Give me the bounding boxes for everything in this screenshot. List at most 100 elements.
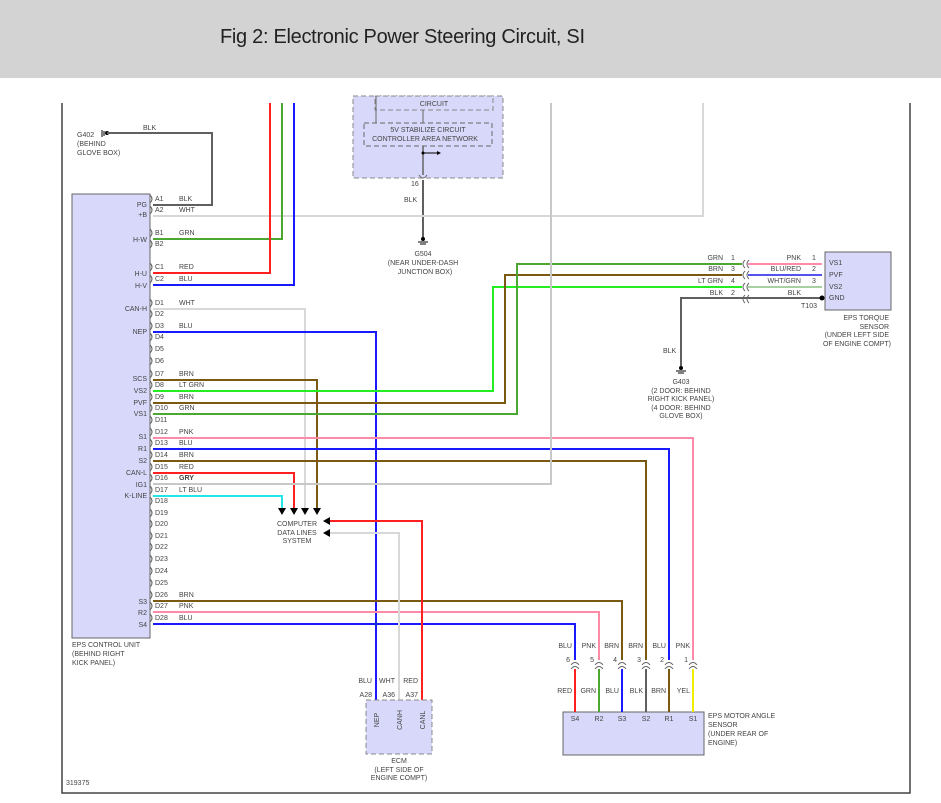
ecm-signal-label: NEP (374, 712, 381, 727)
ecu-pin-a2: A2 (155, 207, 164, 214)
pin-connector-symbol (149, 462, 153, 472)
torque-name1: EPS TORQUE (843, 315, 889, 322)
torque-harness-wire: LT GRN (698, 278, 723, 285)
ecu-pin-d17: D17 (155, 487, 168, 494)
mas-name2: SENSOR (708, 722, 738, 729)
data-line-arrow (323, 529, 330, 537)
ecu-pin-d28: D28 (155, 615, 168, 622)
ecu-signal-s4: S4 (138, 622, 147, 629)
pin-connector-symbol (149, 450, 153, 460)
ecu-pin-d9: D9 (155, 394, 164, 401)
torque-harness-pin: 2 (731, 290, 735, 297)
eps-motor-angle-sensor: BLU6REDS4PNK5GRNR2BRN4BLUS3BRN3BLKS2BLU2… (557, 643, 775, 756)
g504-pin: 16 (411, 181, 419, 188)
data-line-arrow (290, 508, 298, 515)
eps-control-unit: EPS CONTROL UNIT (BEHIND RIGHT KICK PANE… (71, 193, 204, 667)
ecu-pin-d4: D4 (155, 334, 164, 341)
data-line-arrow (323, 517, 330, 525)
cdl-line3: SYSTEM (283, 538, 312, 545)
mas-upper-wire: PNK (676, 643, 691, 650)
ecu-pin-d13: D13 (155, 440, 168, 447)
ecu-pin-d12: D12 (155, 429, 168, 436)
can-label: CONTROLLER AREA NETWORK (372, 136, 478, 143)
ecu-loc2: KICK PANEL) (72, 660, 115, 667)
ecu-pin-wire-label: WHT (179, 207, 196, 214)
ground-g403: BLK G403 (2 DOOR: BEHIND RIGHT KICK PANE… (648, 348, 715, 420)
ecu-pin-wire-label: BLU (179, 615, 193, 622)
connector-symbol (641, 662, 651, 670)
ecu-signal-vs1: VS1 (134, 411, 147, 418)
ecu-pin-wire-label: BRN (179, 371, 194, 378)
mas-upper-wire: BRN (628, 643, 643, 650)
ecu-pin-wire-label: RED (179, 464, 194, 471)
mas-pin-number: 3 (637, 657, 641, 664)
torque-name2: SENSOR (859, 324, 889, 331)
torque-connector-id: T103 (801, 303, 817, 310)
pin-connector-symbol (149, 554, 153, 564)
ecu-pin-wire-label: BLK (179, 196, 193, 203)
figure-header: Fig 2: Electronic Power Steering Circuit… (0, 0, 941, 78)
top-module-partial-label: CIRCUIT (420, 101, 449, 108)
ecu-signal-hv: H-V (135, 283, 147, 290)
wire-d9-brn (153, 274, 742, 404)
mas-lower-wire: BLU (605, 688, 619, 695)
ecu-signal-b: +B (138, 212, 147, 219)
wire-d15-red (153, 472, 295, 508)
mas-lower-wire: BLK (630, 688, 644, 695)
ecu-pin-wire-label: BRN (179, 394, 194, 401)
ecu-pin-d7: D7 (155, 371, 164, 378)
computer-data-lines: COMPUTER DATA LINES SYSTEM (277, 508, 330, 545)
mas-signal-s3: S3 (618, 716, 627, 723)
ecu-pin-d19: D19 (155, 510, 168, 517)
ecu-pin-d2: D2 (155, 311, 164, 318)
connector-symbol (742, 270, 750, 280)
connector-symbol (688, 662, 698, 670)
ecm-loc2: ENGINE COMPT) (371, 775, 427, 782)
connector-symbol (742, 259, 750, 269)
mas-pin-number: 5 (590, 657, 594, 664)
mas-pin-number: 1 (684, 657, 688, 664)
ecu-pin-d1: D1 (155, 300, 164, 307)
figure-id: 319375 (66, 780, 89, 787)
pin-connector-symbol (149, 194, 153, 204)
wire-d13-blu (153, 448, 670, 660)
ground-g402: G402 (BEHIND GLOVE BOX) BLK (77, 125, 157, 157)
diagram-frame (61, 103, 911, 794)
ecu-pin-wire-label: RED (179, 264, 194, 271)
wire-ecm-a36-wht (328, 532, 400, 700)
pin-connector-symbol (149, 496, 153, 506)
ecm-pin-wire: BLU (358, 678, 372, 685)
mas-lower-wire: GRN (580, 688, 596, 695)
ecu-signal-s1: S1 (138, 434, 147, 441)
ecu-pin-d26: D26 (155, 592, 168, 599)
ecu-pin-wire-label: LT GRN (179, 382, 204, 389)
ecu-pin-wire-label: GRN (179, 230, 195, 237)
pin-connector-symbol (149, 344, 153, 354)
torque-harness-pin: 2 (812, 266, 816, 273)
torque-harness-wire: GRN (707, 255, 723, 262)
pin-connector-symbol (149, 392, 153, 402)
wire-d8-ltgrn (153, 286, 742, 392)
pin-connector-symbol (149, 356, 153, 366)
ecu-pin-wire-label: BLU (179, 440, 193, 447)
ecu-signal-vs2: VS2 (134, 388, 147, 395)
torque-harness-wire: BRN (708, 266, 723, 273)
ecu-signal-canh: CAN-H (125, 306, 147, 313)
pin-connector-symbol (149, 309, 153, 319)
ecu-pin-d18: D18 (155, 498, 168, 505)
mas-signal-r2: R2 (595, 716, 604, 723)
pin-connector-symbol (149, 369, 153, 379)
ecm-pin-wire: RED (403, 678, 418, 685)
ecu-pin-d24: D24 (155, 568, 168, 575)
ecm-signal-label: CANL (420, 711, 427, 730)
g504-wire-label: BLK (404, 197, 418, 204)
wire-d3-blu (153, 331, 377, 700)
pin-connector-symbol (149, 485, 153, 495)
torque-harness-wire: BLK (788, 290, 802, 297)
torque-harness-pin: 1 (812, 255, 816, 262)
pin-connector-symbol (149, 298, 153, 308)
ecu-signal-hw: H-W (133, 237, 147, 244)
ecu-signal-pg: PG (137, 202, 147, 209)
ecu-pin-wire-label: BRN (179, 452, 194, 459)
